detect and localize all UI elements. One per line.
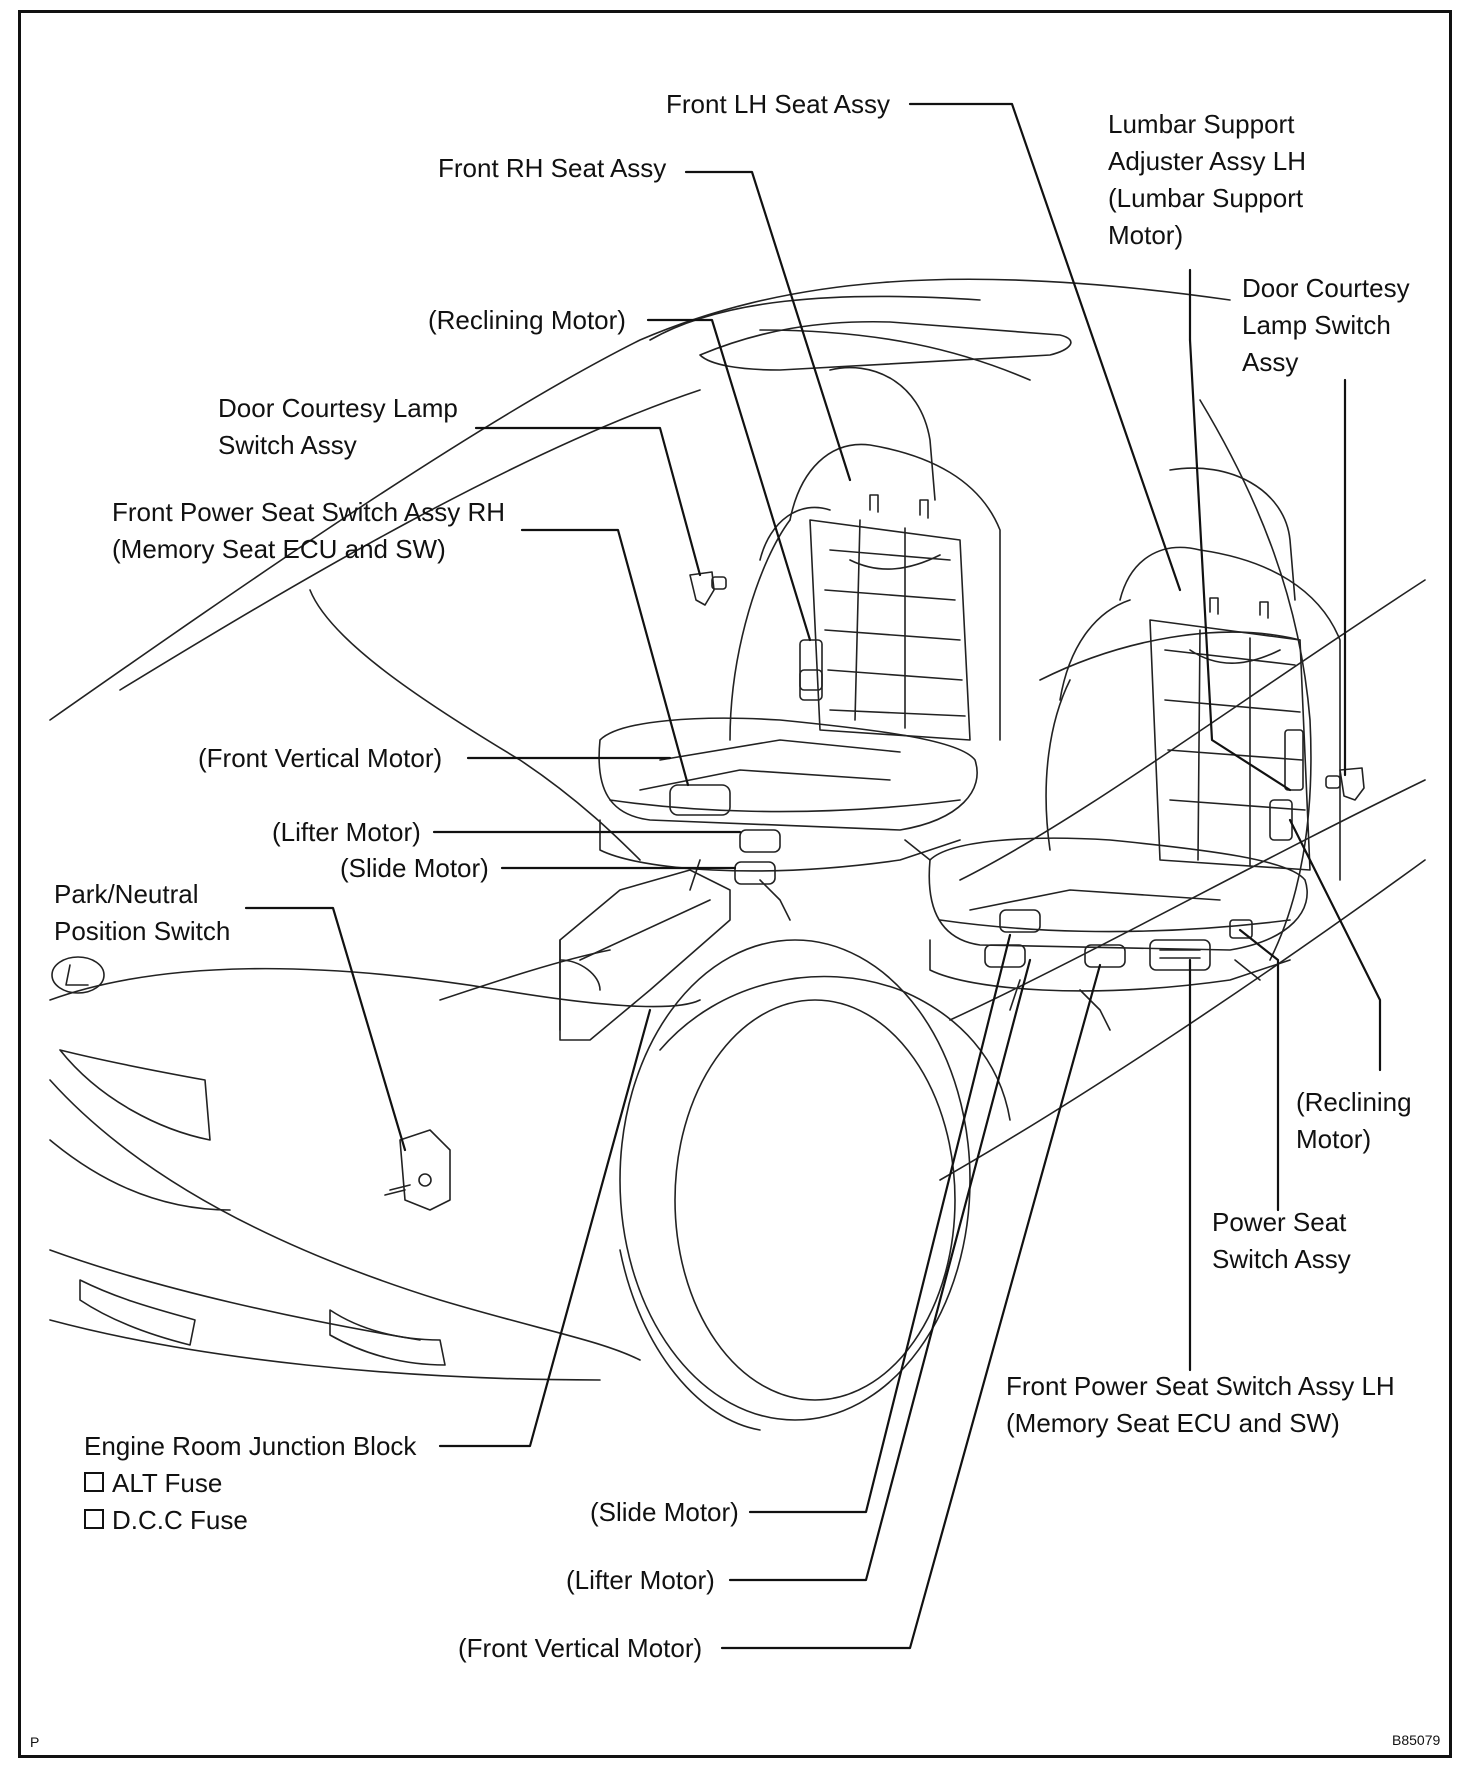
label-line: Lumbar Support [1108,109,1295,139]
door-courtesy-switch-right-icon [1325,767,1365,801]
label-line: (Reclining [1296,1087,1412,1117]
label-power-seat-switch-rh: Front Power Seat Switch Assy RH (Memory … [112,494,505,568]
leader-lines [244,102,1382,1650]
leader-park-neutral [244,906,407,1152]
lh-seat-illustration [928,467,1341,1031]
label-power-seat-switch: Power Seat Switch Assy [1212,1204,1351,1278]
label-line: Motor) [1108,220,1184,250]
label-line: Power Seat [1212,1207,1347,1237]
label-line: Front Power Seat Switch Assy LH [1006,1371,1395,1401]
leader-front-vertical-bottom [720,963,1102,1650]
label-front-lh-seat: Front LH Seat Assy [666,89,890,119]
corner-marker: P [30,1734,40,1750]
fuse-item: D.C.C Fuse [84,1502,416,1539]
label-lifter-motor-bottom: (Lifter Motor) [566,1565,715,1595]
fuse-label: ALT Fuse [112,1468,223,1498]
label-line: (Lumbar Support [1108,183,1304,213]
park-neutral-switch-icon [384,949,611,1211]
label-reclining-motor-rh: (Reclining Motor) [428,305,626,335]
car-body-outline [49,278,1426,1381]
label-front-vertical-motor-bottom: (Front Vertical Motor) [458,1633,703,1663]
fuse-item: ALT Fuse [84,1465,416,1502]
label-line: Motor) [1296,1124,1372,1154]
label-front-vertical-motor-top: (Front Vertical Motor) [198,743,443,773]
leader-slide-bottom [748,933,1012,1514]
label-line: Door Courtesy [1242,273,1410,303]
label-door-courtesy-right: Door Courtesy Lamp Switch Assy [1242,270,1410,381]
label-park-neutral-switch: Park/Neutral Position Switch [54,876,230,950]
label-door-courtesy-left: Door Courtesy Lamp Switch Assy [218,390,458,464]
label-line: Engine Room Junction Block [84,1431,417,1461]
leader-reclining-rh [646,318,812,642]
label-slide-motor-bottom: (Slide Motor) [590,1497,739,1527]
label-line: Position Switch [54,916,231,946]
leader-lifter-bottom [728,958,1032,1582]
label-line: Switch Assy [218,430,357,460]
leader-junction-block [438,1008,652,1448]
leader-power-seat-switch [1238,928,1280,1212]
leader-front-rh-seat [684,170,852,482]
diagram-frame [18,10,1452,1758]
label-line: Front Power Seat Switch Assy RH [112,497,506,527]
label-line: Door Courtesy Lamp [218,393,458,423]
label-line: Park/Neutral [54,879,199,909]
label-reclining-motor-lh: (Reclining Motor) [1296,1084,1412,1158]
leader-reclining-lh [1288,818,1382,1072]
leader-lumbar-2 [1188,338,1292,792]
checkbox-icon [84,1509,104,1529]
label-slide-motor-top: (Slide Motor) [340,853,489,883]
leader-door-courtesy-left [474,426,702,577]
label-power-seat-switch-lh: Front Power Seat Switch Assy LH (Memory … [1006,1368,1395,1442]
emblem-icon [51,956,105,994]
front-wheel [619,939,1011,1431]
label-lumbar-support: Lumbar Support Adjuster Assy LH (Lumbar … [1108,106,1306,254]
label-front-rh-seat: Front RH Seat Assy [438,153,667,183]
label-line: Switch Assy [1212,1244,1351,1274]
junction-block-icon [559,869,731,1041]
label-lifter-motor-top: (Lifter Motor) [272,817,421,847]
figure-code: B85079 [1392,1732,1441,1748]
checkbox-icon [84,1472,104,1492]
fuse-label: D.C.C Fuse [112,1505,248,1535]
label-line: Assy [1242,347,1299,377]
leader-front-lh-seat [908,102,1182,592]
leader-power-seat-rh [520,528,690,787]
sunroof-outline [699,320,1072,371]
door-courtesy-switch-left-icon [689,571,727,606]
label-line: (Memory Seat ECU and SW) [1006,1408,1340,1438]
rh-seat-illustration [598,366,1001,921]
label-line: (Memory Seat ECU and SW) [112,534,446,564]
label-junction-block: Engine Room Junction Block ALT Fuse D.C.… [84,1428,416,1539]
label-line: Adjuster Assy LH [1108,146,1306,176]
label-line: Lamp Switch [1242,310,1391,340]
